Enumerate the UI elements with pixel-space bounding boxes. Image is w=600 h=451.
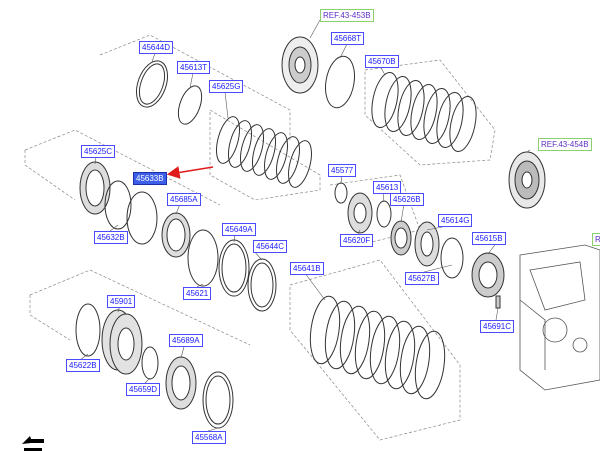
part-label-45613[interactable]: 45613 xyxy=(373,181,402,194)
hub-45615B xyxy=(471,252,505,298)
part-label-45614G[interactable]: 45614G xyxy=(438,214,473,227)
part-label-45685A[interactable]: 45685A xyxy=(167,193,201,206)
part-label-45659D[interactable]: 45659D xyxy=(126,383,161,396)
ring-45632B xyxy=(104,180,132,230)
part-label-45641B[interactable]: 45641B xyxy=(290,262,324,275)
ring-45633B xyxy=(126,191,158,245)
ref-label-454B[interactable]: REF.43-454B xyxy=(538,138,592,151)
ring-45649A xyxy=(218,239,250,297)
part-label-45613T[interactable]: 45613T xyxy=(177,61,211,74)
part-label-45689A[interactable]: 45689A xyxy=(169,334,203,347)
part-label-45622B[interactable]: 45622B xyxy=(66,359,100,372)
part-label-45626B[interactable]: 45626B xyxy=(390,193,424,206)
part-label-45644D[interactable]: 45644D xyxy=(139,41,174,54)
part-label-45625C[interactable]: 45625C xyxy=(81,145,116,158)
part-label-45901[interactable]: 45901 xyxy=(107,295,136,308)
planetary-45620F xyxy=(347,192,373,234)
clutch-pack-45625G xyxy=(216,116,312,188)
ring-45621 xyxy=(187,229,219,287)
gear-assembly-ref-453B xyxy=(281,36,319,94)
part-label-45625G[interactable]: 45625G xyxy=(209,80,244,93)
part-label-45615B[interactable]: 45615B xyxy=(472,232,506,245)
bolt-45691C xyxy=(495,295,501,309)
ring-45622B xyxy=(75,303,101,357)
ring-45613 xyxy=(376,200,392,228)
ring-45668T xyxy=(324,55,356,109)
ref-label-text: REF.43-454B xyxy=(541,140,589,149)
washer-45577 xyxy=(334,182,348,204)
ref-label-text: REF.43-453B xyxy=(323,11,371,20)
part-label-45668T[interactable]: 45668T xyxy=(331,32,365,45)
part-label-45691C[interactable]: 45691C xyxy=(480,320,515,333)
spring-45685A xyxy=(161,212,191,258)
clutch-pack-45641B xyxy=(309,295,446,400)
part-label-45644C[interactable]: 45644C xyxy=(253,240,288,253)
ring-45613T xyxy=(177,85,203,125)
part-label-45621[interactable]: 45621 xyxy=(183,287,212,300)
part-label-45633B[interactable]: 45633B xyxy=(133,172,167,185)
ref-label-453B[interactable]: REF.43-453B xyxy=(320,9,374,22)
piston-45625C xyxy=(79,161,111,215)
part-label-45632B[interactable]: 45632B xyxy=(94,231,128,244)
ring-45659D xyxy=(141,346,159,380)
plate-45614G xyxy=(414,221,440,267)
gear-ref-454B xyxy=(508,151,546,209)
piston-45689A xyxy=(165,356,197,410)
drum-45901 xyxy=(101,309,143,375)
highlight-arrow xyxy=(166,166,214,179)
transmission-case xyxy=(519,244,600,391)
snap-ring-45644D xyxy=(135,60,169,108)
ref-label-partial[interactable]: RE xyxy=(592,233,600,246)
mouse-pointer-icon xyxy=(22,436,44,451)
part-label-45577[interactable]: 45577 xyxy=(328,164,357,177)
group-outlines xyxy=(24,34,496,441)
part-label-45649A[interactable]: 45649A xyxy=(222,223,256,236)
ring-45627B xyxy=(440,237,464,279)
ring-45568A xyxy=(202,371,234,429)
part-label-45620F[interactable]: 45620F xyxy=(340,234,374,247)
part-label-45627B[interactable]: 45627B xyxy=(405,272,439,285)
gear-45626B xyxy=(390,220,412,256)
ref-label-text: RE xyxy=(595,235,600,244)
ring-45644C xyxy=(247,258,277,312)
part-label-45670B[interactable]: 45670B xyxy=(365,55,399,68)
part-label-45568A[interactable]: 45568A xyxy=(192,431,226,444)
clutch-pack-45670B xyxy=(371,71,477,153)
